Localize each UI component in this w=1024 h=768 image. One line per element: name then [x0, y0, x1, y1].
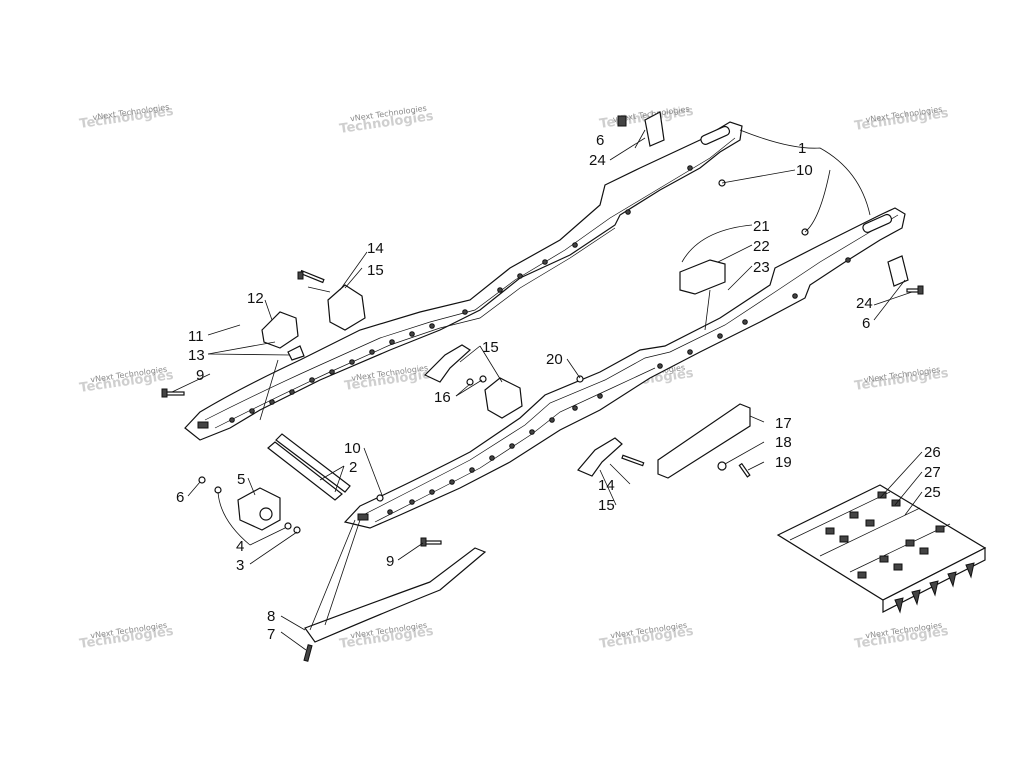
spacer-block: [237, 487, 281, 531]
callout-labels: 1 10 6 24 14 15 12 11 13 9 15 16 20 21 2…: [176, 132, 941, 643]
clip: [287, 345, 305, 361]
callout-19: 19: [775, 454, 792, 471]
washer: [376, 494, 384, 502]
clip: [261, 311, 299, 349]
mount-bracket: [887, 255, 909, 287]
callout-12: 12: [247, 290, 264, 307]
callout-6: 6: [596, 132, 604, 149]
watermark-group: Technologies vNext Technologies Technolo…: [78, 102, 949, 652]
mount-bracket: [644, 111, 665, 147]
bolt: [161, 388, 185, 398]
callout-26: 26: [924, 444, 941, 461]
rail-bracket: [484, 377, 523, 419]
callout-14: 14: [367, 240, 384, 257]
hyfax-strip: [304, 547, 487, 643]
callout-11: 11: [188, 328, 204, 345]
track-teeth: [894, 562, 975, 614]
callout-3: 3: [236, 557, 244, 574]
left-slide-rail: [184, 121, 743, 441]
callout-23: 23: [753, 259, 770, 276]
screw: [303, 644, 313, 662]
callout-24: 24: [856, 295, 873, 312]
track-segment: [776, 484, 987, 614]
stop-bumper: [679, 259, 726, 295]
rail-bracket: [423, 344, 471, 383]
callout-15: 15: [598, 497, 615, 514]
callout-15: 15: [482, 339, 499, 356]
callout-9: 9: [196, 367, 204, 384]
track-lugs: [825, 491, 945, 579]
leader-lines: [171, 129, 923, 651]
callout-8: 8: [267, 608, 275, 625]
watermark: Technologies vNext Technologies: [78, 102, 174, 132]
washer: [466, 378, 474, 386]
rail-holes: [229, 165, 693, 423]
callout-20: 20: [546, 351, 563, 368]
callout-1: 1: [798, 140, 806, 157]
rail-holes: [387, 257, 851, 515]
callout-25: 25: [924, 484, 941, 501]
callout-6: 6: [862, 315, 870, 332]
callout-14: 14: [598, 477, 615, 494]
callout-10: 10: [796, 162, 813, 179]
watermark: Technologies vNext Technologies: [853, 365, 949, 394]
callout-27: 27: [924, 464, 941, 481]
screw: [617, 115, 627, 127]
callout-13: 13: [188, 347, 205, 364]
cross-shaft: [267, 433, 351, 501]
watermark: Technologies vNext Technologies: [78, 621, 174, 652]
callout-24: 24: [589, 152, 606, 169]
washer: [284, 522, 292, 530]
bolt: [621, 454, 645, 467]
callout-5: 5: [237, 471, 245, 488]
bolt: [297, 269, 325, 284]
callout-7: 7: [267, 626, 275, 643]
callout-6: 6: [176, 489, 184, 506]
washer: [198, 476, 206, 484]
washer: [717, 461, 727, 471]
right-slide-rail: [343, 207, 906, 529]
washer: [293, 526, 301, 534]
callout-4: 4: [236, 538, 244, 555]
bolt: [906, 285, 924, 295]
rail-bracket: [577, 437, 623, 477]
callout-18: 18: [775, 434, 792, 451]
washer: [576, 375, 584, 383]
bolt: [738, 462, 751, 478]
watermark: Technologies vNext Technologies: [598, 621, 694, 652]
rail-bracket: [327, 284, 366, 331]
callout-2: 2: [349, 459, 357, 476]
callout-15: 15: [367, 262, 384, 279]
callout-9: 9: [386, 553, 394, 570]
callout-21: 21: [753, 218, 770, 235]
callout-10: 10: [344, 440, 361, 457]
bolt: [420, 537, 442, 547]
callout-17: 17: [775, 415, 792, 432]
callout-22: 22: [753, 238, 770, 255]
watermark: Technologies vNext Technologies: [853, 621, 949, 652]
watermark: Technologies vNext Technologies: [338, 104, 434, 137]
watermark: Technologies vNext Technologies: [853, 105, 949, 134]
callout-16: 16: [434, 389, 451, 406]
watermark: Technologies vNext Technologies: [343, 363, 439, 394]
watermark: Technologies vNext Technologies: [78, 365, 174, 396]
wear-strip: [657, 403, 751, 479]
